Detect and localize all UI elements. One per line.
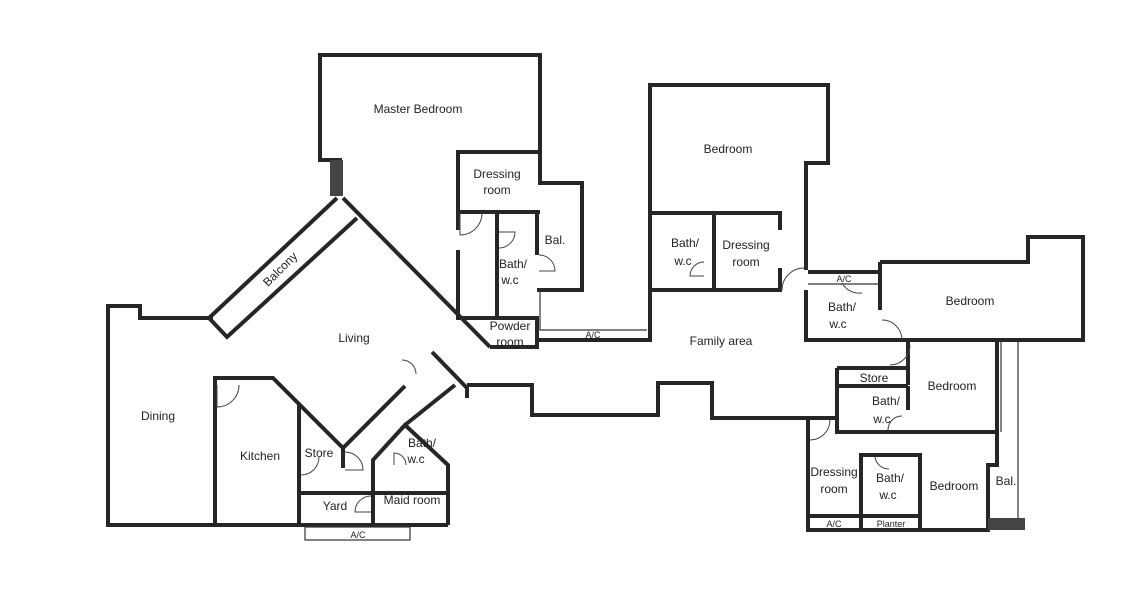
label-bath: Bath/ bbox=[671, 236, 700, 250]
column bbox=[330, 160, 343, 196]
label-dressing-room: Dressing bbox=[810, 465, 857, 479]
label-bedroom: Bedroom bbox=[946, 294, 995, 308]
label-powder-room: Powder bbox=[490, 319, 531, 333]
label-bath: w.c bbox=[872, 412, 890, 426]
label-dining: Dining bbox=[141, 409, 175, 423]
label-balcony: Balcony bbox=[260, 249, 300, 289]
label-dressing-room: room bbox=[732, 255, 759, 269]
label-bath: w.c bbox=[878, 488, 896, 502]
label-yard: Yard bbox=[323, 499, 347, 513]
label-bath: w.c bbox=[406, 452, 424, 466]
label-ac: A/C bbox=[836, 274, 852, 284]
label-bath: Bath/ bbox=[872, 394, 901, 408]
label-master-bedroom: Master Bedroom bbox=[374, 102, 463, 116]
label-dressing-room: Dressing bbox=[722, 238, 769, 252]
label-bath: w.c bbox=[673, 254, 691, 268]
label-dressing-room: room bbox=[483, 183, 510, 197]
label-bath: Bath/ bbox=[499, 257, 528, 271]
label-ac: A/C bbox=[350, 530, 366, 540]
label-bedroom: Bedroom bbox=[928, 379, 977, 393]
label-bedroom: Bedroom bbox=[704, 142, 753, 156]
walls bbox=[106, 53, 1085, 541]
label-balcony-small: Bal. bbox=[545, 233, 566, 247]
doors bbox=[216, 212, 911, 513]
room-labels: Master Bedroom Dressing room Bal. Bath/ … bbox=[141, 102, 1016, 540]
label-bath: Bath/ bbox=[408, 436, 437, 450]
label-store: Store bbox=[860, 371, 889, 385]
label-family-area: Family area bbox=[690, 334, 753, 348]
label-store: Store bbox=[305, 446, 334, 460]
label-bath: Bath/ bbox=[876, 471, 905, 485]
label-planter: Planter bbox=[877, 519, 906, 529]
column bbox=[988, 518, 1025, 530]
label-bath: w.c bbox=[828, 317, 846, 331]
label-bedroom: Bedroom bbox=[930, 479, 979, 493]
label-ac: A/C bbox=[585, 330, 601, 340]
label-maid-room: Maid room bbox=[384, 493, 441, 507]
label-ac: A/C bbox=[826, 519, 842, 529]
label-bath: Bath/ bbox=[828, 300, 857, 314]
label-living: Living bbox=[338, 331, 369, 345]
label-dressing-room: Dressing bbox=[473, 167, 520, 181]
label-dressing-room: room bbox=[820, 482, 847, 496]
label-powder-room: room bbox=[496, 335, 523, 349]
label-balcony-small: Bal. bbox=[996, 474, 1017, 488]
label-bath: w.c bbox=[500, 273, 518, 287]
label-kitchen: Kitchen bbox=[240, 449, 280, 463]
